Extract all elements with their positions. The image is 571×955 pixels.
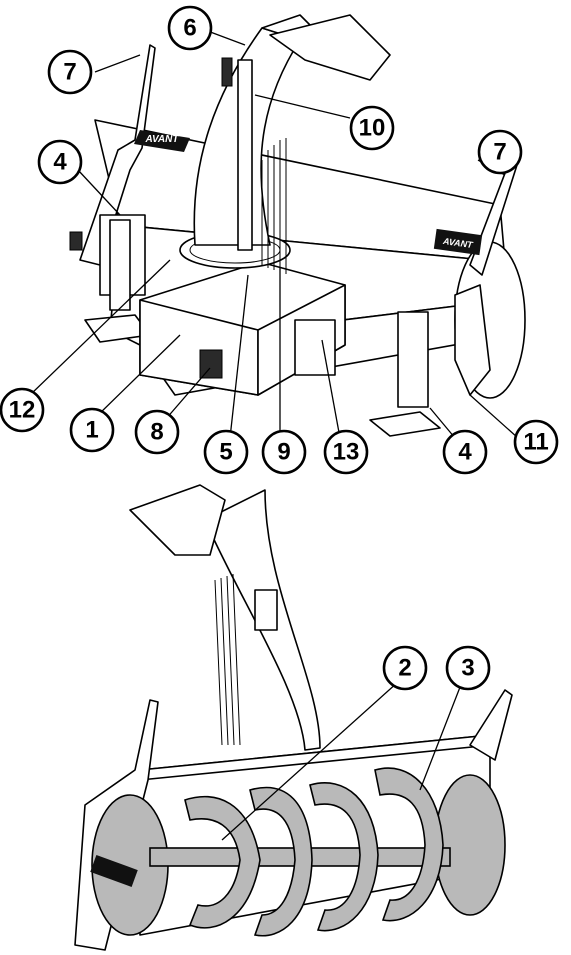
left-skid-post [109,219,131,311]
callout-3: 3 [445,645,491,691]
leader-lines [29,29,519,841]
valve-block-13 [294,319,336,376]
svg-text:2: 2 [398,655,411,682]
coupling-8 [199,349,223,379]
svg-text:12: 12 [9,397,36,424]
right-skid-post [397,311,429,408]
svg-text:9: 9 [277,439,290,466]
callout-12: 12 [0,387,45,433]
svg-text:11: 11 [523,429,548,456]
chute-cylinder-10 [237,59,253,251]
right-skid [369,411,441,437]
callout-11: 11 [513,419,559,465]
front-chute-deflector [129,484,226,556]
auger-3 [309,767,444,932]
chute-lever-6 [221,57,233,87]
callout-6: 6 [167,5,213,51]
svg-text:10: 10 [359,115,386,142]
callout-2: 2 [382,645,428,691]
svg-text:4: 4 [53,149,67,176]
callout-7-right: 7 [477,129,523,175]
auger-2 [184,786,313,937]
chute-deflector [269,14,391,81]
callout-1: 1 [69,407,115,453]
front-hoses [214,573,241,746]
svg-text:13: 13 [333,439,360,466]
svg-text:7: 7 [63,59,76,86]
svg-text:7: 7 [493,139,506,166]
svg-text:AVANT: AVANT [441,236,474,250]
svg-text:1: 1 [85,417,98,444]
top-assembly-drawing: AVANT AVANT [69,14,526,437]
svg-text:5: 5 [219,439,232,466]
bottom-assembly-drawing [74,484,513,951]
hydraulic-hoses-9 [261,138,287,274]
avant-logo-top: AVANT [134,130,190,152]
svg-text:8: 8 [150,419,163,446]
front-avant-logo [90,855,138,887]
callout-4-right: 4 [442,429,488,475]
svg-text:4: 4 [458,439,472,466]
callout-13: 13 [323,429,369,475]
right-auger-disc [434,774,506,916]
avant-logo-plate: AVANT [433,228,483,256]
svg-text:6: 6 [183,15,196,42]
front-label-plate [254,589,278,631]
callout-5: 5 [203,429,249,475]
callout-8: 8 [134,409,180,455]
callout-4-left: 4 [37,139,83,185]
svg-text:3: 3 [461,655,474,682]
front-right-handle [469,689,513,761]
callout-10: 10 [349,105,395,151]
right-side-plate [454,284,491,396]
callout-9: 9 [261,429,307,475]
callout-7-left: 7 [47,49,93,95]
left-hydraulic-fitting [69,231,83,251]
svg-text:AVANT: AVANT [145,134,180,145]
